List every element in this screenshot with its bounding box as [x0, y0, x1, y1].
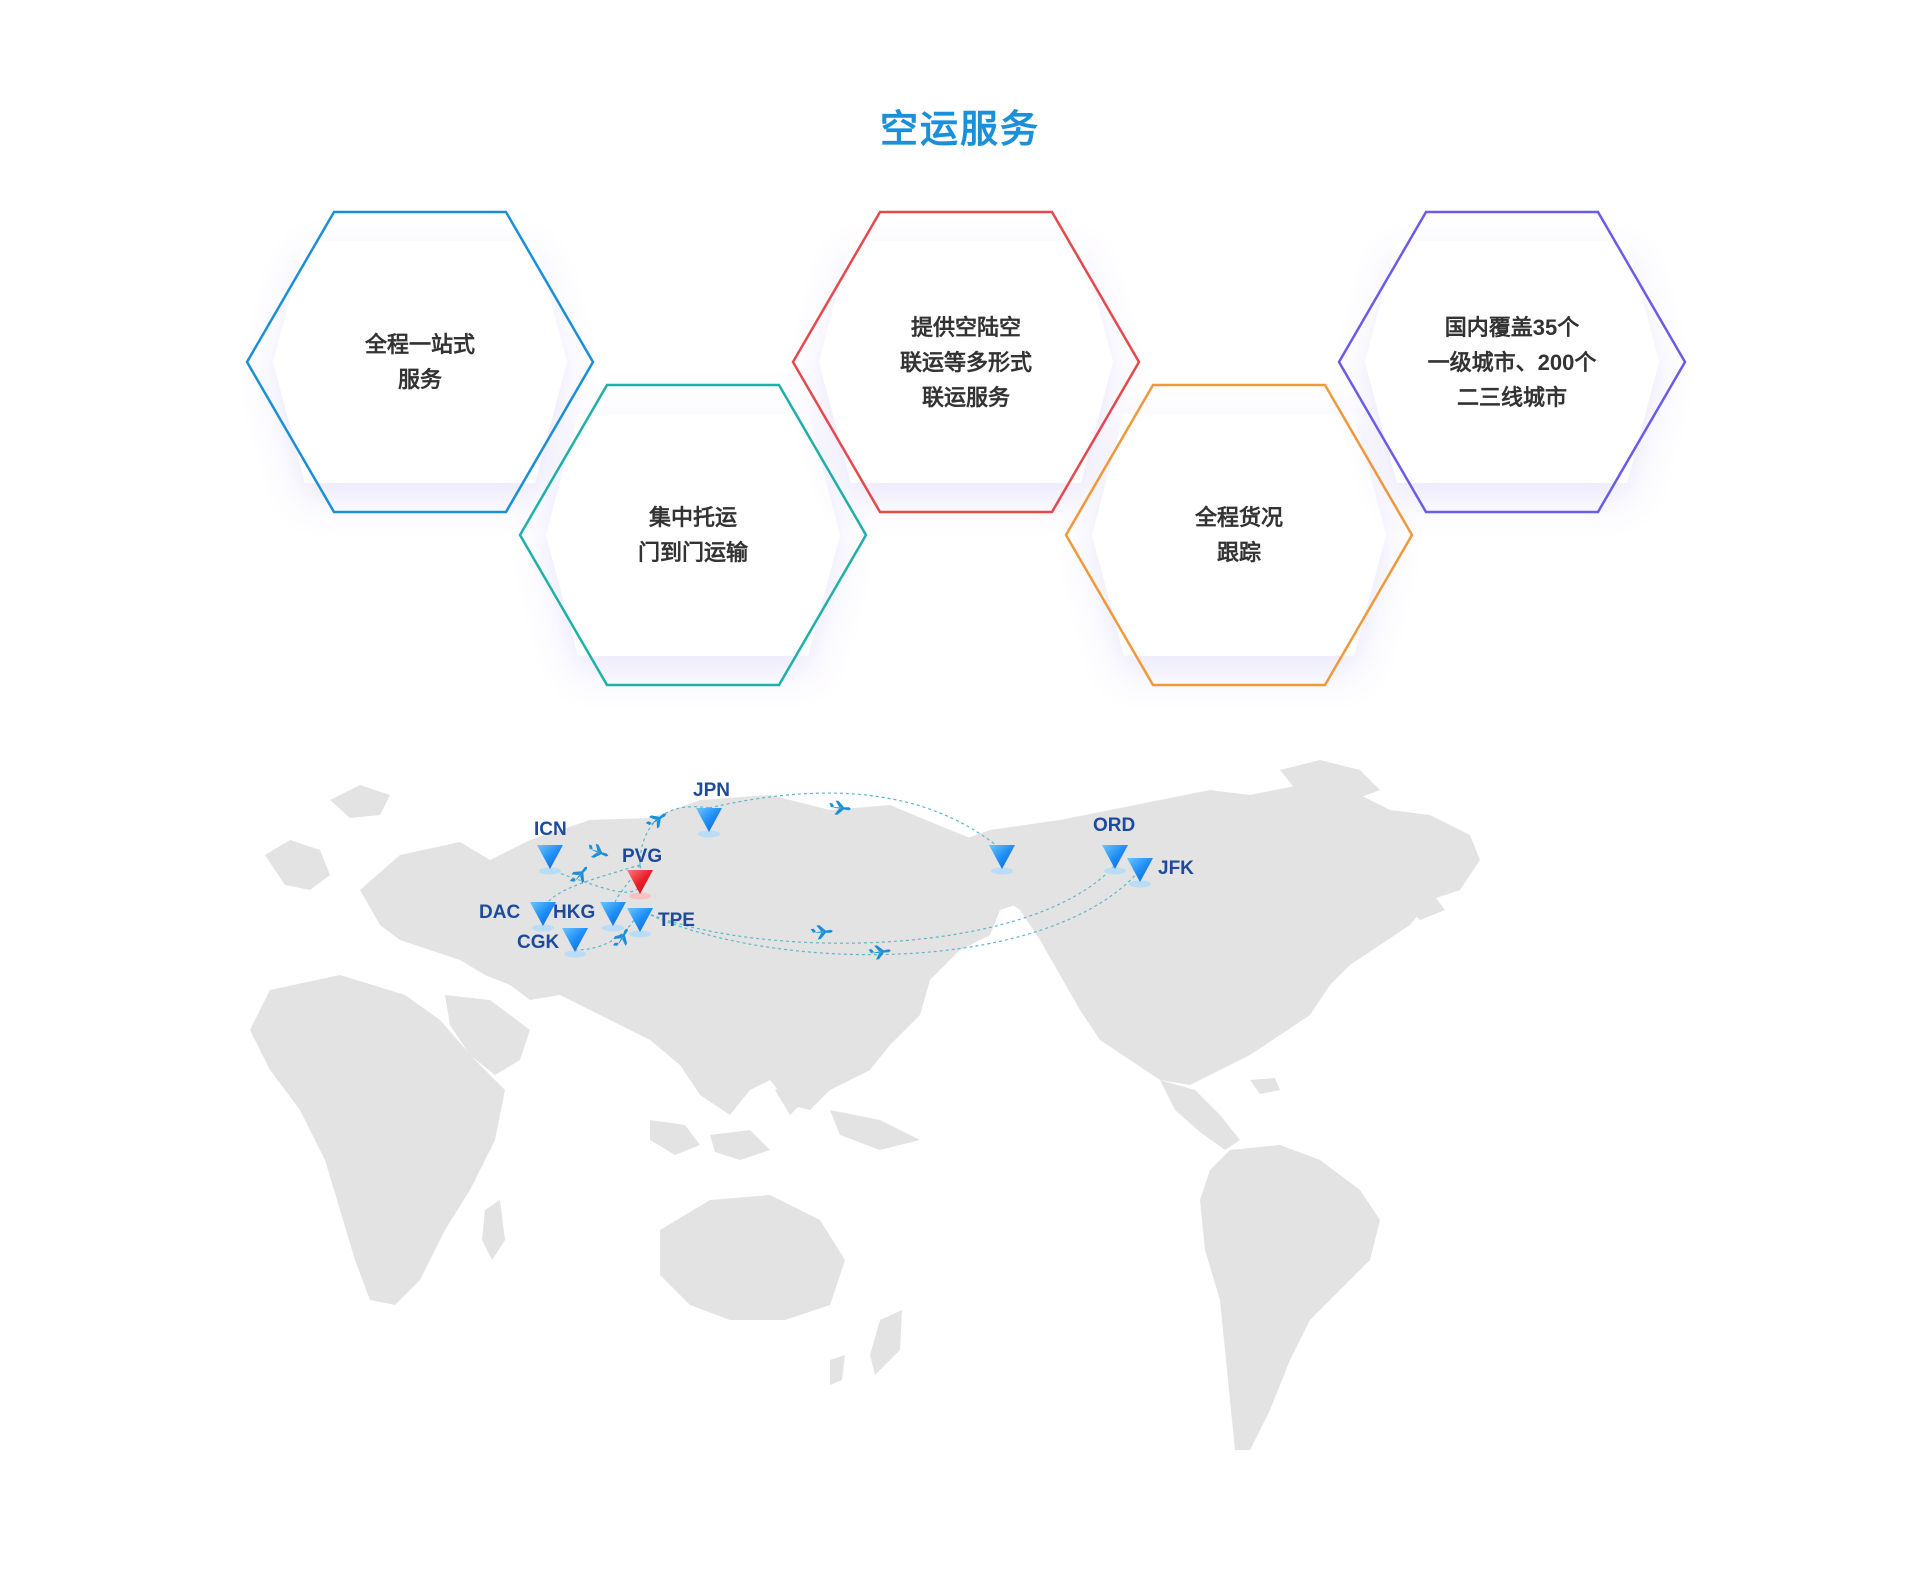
hexagon-frame	[245, 210, 595, 514]
route-tpe-jfk	[639, 869, 1141, 956]
service-card-tracking: 全程货况 跟踪	[1064, 383, 1414, 687]
service-line: 一级城市、200个	[1427, 349, 1597, 375]
world-map-icon: JPN ICN PVG DAC	[250, 760, 1480, 1450]
land-masses	[250, 760, 1480, 1450]
world-map: JPN ICN PVG DAC	[230, 760, 1700, 1480]
route-tpe-ord	[639, 864, 1116, 944]
airport-code: TPE	[658, 910, 695, 931]
service-line: 全程一站式	[364, 332, 475, 357]
service-line: 联运服务	[921, 384, 1010, 410]
service-line: 联运等多形式	[899, 349, 1032, 375]
route-jpn-west-coast	[708, 792, 1003, 851]
service-line: 国内覆盖35个	[1444, 314, 1580, 340]
service-line: 门到门运输	[637, 540, 748, 565]
airport-code: JFK	[1158, 858, 1194, 879]
airport-pin-hkg: HKG	[553, 902, 626, 932]
service-text: 全程货况 跟踪	[1129, 425, 1349, 645]
airport-pin-dac: DAC	[479, 902, 556, 932]
airport-pin-jpn: JPN	[693, 780, 730, 838]
service-line: 服务	[397, 367, 442, 392]
airport-pin-cgk: CGK	[517, 928, 588, 958]
service-text: 提供空陆空 联运等多形式 联运服务	[856, 252, 1076, 472]
airport-code: PVG	[622, 846, 662, 867]
airport-pin-ord: ORD	[1093, 815, 1135, 875]
service-card-coverage: 国内覆盖35个 一级城市、200个 二三线城市	[1337, 210, 1687, 514]
service-card-consolidation: 集中托运 门到门运输	[518, 383, 868, 687]
page-title: 空运服务	[879, 109, 1040, 151]
service-line: 跟踪	[1216, 540, 1261, 565]
airport-code: JPN	[693, 780, 730, 801]
hexagon-frame	[791, 210, 1141, 514]
airport-pins: JPN ICN PVG DAC	[479, 780, 1194, 958]
service-text: 集中托运 门到门运输	[583, 425, 803, 645]
airport-code: DAC	[479, 902, 520, 923]
service-card-one-stop: 全程一站式 服务	[245, 210, 595, 514]
airport-code: HKG	[553, 902, 595, 923]
service-line: 集中托运	[648, 505, 737, 530]
hexagon-frame	[1337, 210, 1687, 514]
service-text: 国内覆盖35个 一级城市、200个 二三线城市	[1402, 252, 1622, 472]
airport-code: ORD	[1093, 815, 1135, 836]
service-line: 全程货况	[1194, 505, 1283, 530]
hexagon-frame	[518, 383, 868, 687]
airport-code: ICN	[534, 819, 567, 840]
service-line: 二三线城市	[1456, 384, 1567, 410]
airport-pin-jfk: JFK	[1127, 858, 1194, 888]
airport-pin-icn: ICN	[534, 819, 567, 875]
airport-pin-west-coast	[989, 845, 1015, 875]
airport-pin-tpe: TPE	[627, 908, 695, 938]
service-card-multimodal: 提供空陆空 联运等多形式 联运服务	[791, 210, 1141, 514]
service-line: 提供空陆空	[910, 314, 1021, 340]
airport-code: CGK	[517, 932, 560, 953]
service-text: 全程一站式 服务	[310, 252, 530, 472]
hexagon-frame	[1064, 383, 1414, 687]
airport-pin-pvg: PVG	[622, 846, 662, 900]
